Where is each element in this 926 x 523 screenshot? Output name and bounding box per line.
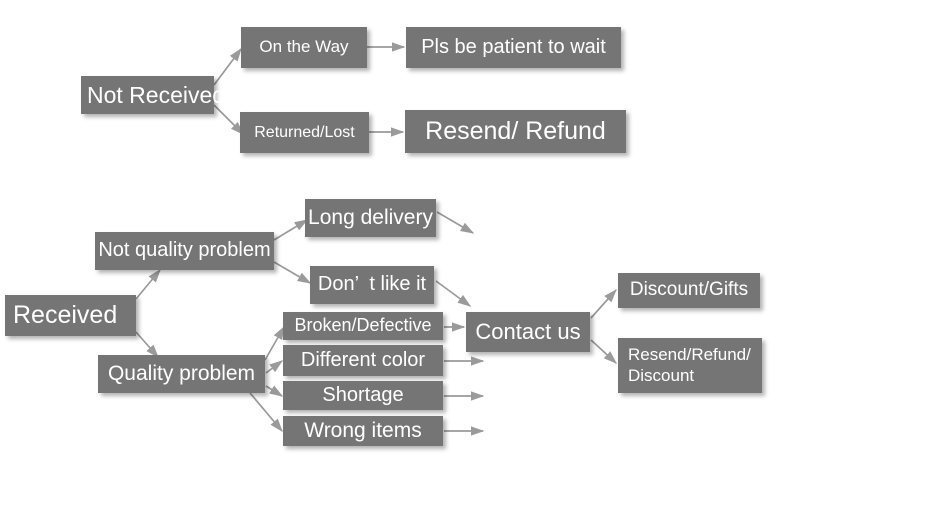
edge-not-received-to-on-the-way [213, 47, 242, 86]
edge-received-to-not-quality [135, 268, 161, 300]
edge-not-received-to-returned-lost [213, 104, 244, 135]
node-label-received: Received [13, 301, 118, 329]
node-label-wrong-items: Wrong items [304, 418, 422, 442]
node-quality-problem[interactable]: Quality problem [98, 355, 265, 393]
node-label-not-quality: Not quality problem [98, 239, 271, 262]
edge-quality-problem-to-wrong-items [249, 392, 283, 433]
node-on-the-way[interactable]: On the Way [241, 27, 367, 68]
edge-dont-like-it-to-contact-us [435, 280, 472, 307]
node-label-pls-be-patient: Pls be patient to wait [421, 35, 606, 58]
node-contact-us[interactable]: Contact us [466, 312, 590, 352]
edge-not-quality-to-dont-like-it [273, 261, 312, 284]
node-broken-defective[interactable]: Broken/Defective [283, 312, 443, 340]
edge-quality-problem-to-broken-defective [264, 325, 285, 361]
edge-long-delivery-to-contact-us [436, 211, 475, 234]
node-resend-refund[interactable]: Resend/ Refund [405, 110, 626, 153]
node-label-dont-like-it: Don’ t like it [317, 273, 427, 296]
edge-quality-problem-to-different-color [265, 360, 284, 374]
node-label-quality-problem: Quality problem [107, 361, 256, 385]
node-label-on-the-way: On the Way [259, 37, 349, 57]
node-not-quality[interactable]: Not quality problem [95, 232, 274, 270]
node-not-received[interactable]: Not Received [81, 76, 225, 114]
node-pls-be-patient[interactable]: Pls be patient to wait [406, 27, 621, 68]
node-dont-like-it[interactable]: Don’ t like it [310, 266, 434, 304]
node-received[interactable]: Received [5, 295, 136, 336]
node-label-different-color: Different color [300, 348, 426, 371]
edge-contact-us-to-discount-gifts [590, 288, 617, 319]
edge-quality-problem-to-shortage [265, 385, 284, 397]
node-label-discount-gifts: Discount/Gifts [629, 279, 749, 301]
node-label-broken-defective: Broken/Defective [294, 315, 432, 336]
node-returned-lost[interactable]: Returned/Lost [240, 112, 369, 153]
node-discount-gifts[interactable]: Discount/Gifts [618, 273, 760, 308]
node-different-color[interactable]: Different color [283, 345, 443, 376]
node-label-long-delivery: Long delivery [308, 205, 433, 229]
node-shortage[interactable]: Shortage [283, 381, 443, 410]
node-label-contact-us: Contact us [475, 319, 581, 345]
node-label-returned-lost: Returned/Lost [254, 123, 355, 141]
node-resend-refund-disc[interactable]: Resend/Refund/ Discount [618, 338, 762, 393]
node-long-delivery[interactable]: Long delivery [305, 199, 436, 237]
node-label-not-received: Not Received [87, 81, 226, 108]
node-wrong-items[interactable]: Wrong items [283, 416, 443, 446]
node-label-resend-refund: Resend/ Refund [425, 117, 606, 145]
node-label-resend-refund-disc: Resend/Refund/ Discount [628, 345, 751, 385]
node-label-shortage: Shortage [322, 383, 404, 406]
edge-contact-us-to-resend-refund-disc [590, 339, 618, 364]
edge-received-to-quality-problem [135, 331, 159, 359]
edge-not-quality-to-long-delivery [273, 219, 309, 241]
